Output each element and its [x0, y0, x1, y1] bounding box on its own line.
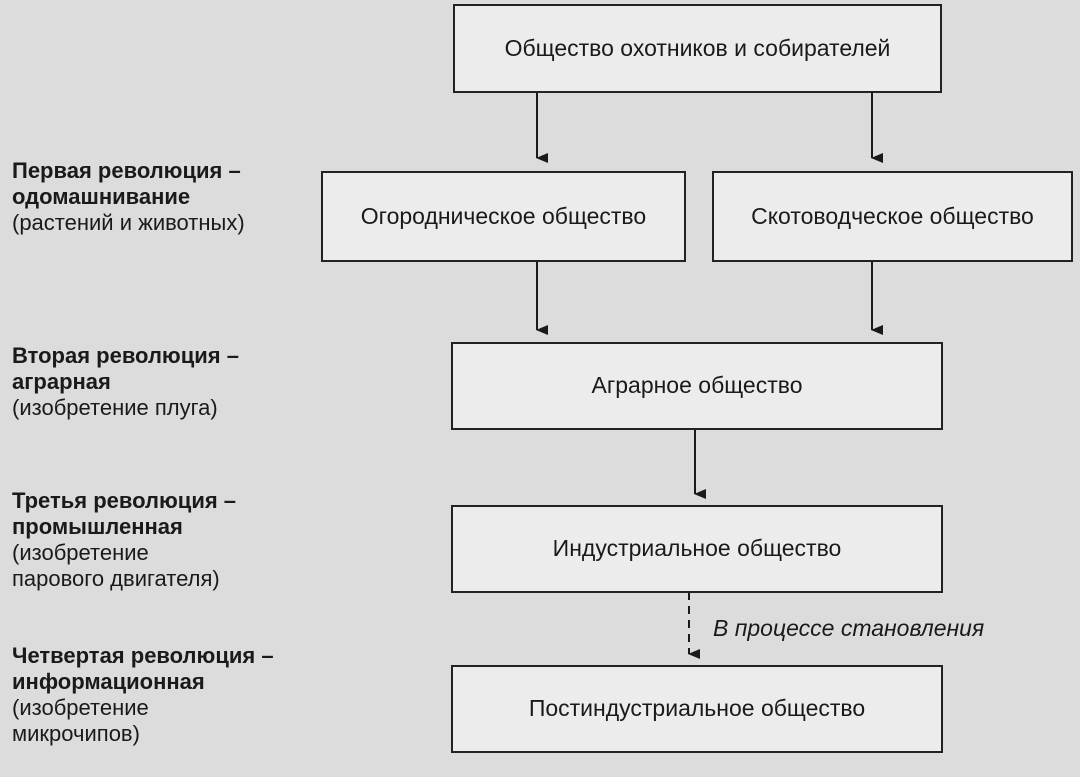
node-agrarian-label: Аграрное общество — [591, 372, 803, 399]
in-progress-note: В процессе становления — [713, 615, 985, 641]
node-postindustrial: Постиндустриальное общество — [451, 665, 943, 753]
revolution-label-second: Вторая революция – аграрная (изобретение… — [12, 343, 239, 421]
revolution-fourth-title-2: информационная — [12, 669, 205, 694]
revolution-third-title-1: Третья революция – — [12, 488, 237, 513]
node-horticultural-label: Огородническое общество — [360, 202, 647, 229]
node-pastoral: Скотоводческое общество — [712, 171, 1073, 262]
revolution-third-desc-2: парового двигателя) — [12, 566, 220, 591]
revolution-fourth-desc-1: (изобретение — [12, 695, 149, 720]
revolution-fourth-desc-2: микрочипов) — [12, 721, 140, 746]
node-agrarian: Аграрное общество — [451, 342, 943, 430]
revolution-first-desc-1: (растений и животных) — [12, 210, 245, 235]
revolution-label-first: Первая революция – одомашнивание (растен… — [12, 158, 245, 236]
revolution-third-desc-1: (изобретение — [12, 540, 149, 565]
revolution-second-title-2: аграрная — [12, 369, 111, 394]
node-industrial: Индустриальное общество — [451, 505, 943, 593]
revolution-first-title-1: Первая революция – — [12, 158, 241, 183]
revolution-fourth-title-1: Четвертая революция – — [12, 643, 274, 668]
revolution-second-desc-1: (изобретение плуга) — [12, 395, 218, 420]
node-pastoral-label: Скотоводческое общество — [751, 202, 1034, 229]
revolution-label-fourth: Четвертая революция – информационная (из… — [12, 643, 274, 747]
revolution-label-third: Третья революция – промышленная (изобрет… — [12, 488, 236, 592]
node-industrial-label: Индустриальное общество — [552, 535, 842, 562]
revolution-first-title-2: одомашнивание — [12, 184, 191, 209]
node-horticultural: Огородническое общество — [321, 171, 686, 262]
revolution-third-title-2: промышленная — [12, 514, 183, 539]
revolution-second-title-1: Вторая революция – — [12, 343, 239, 368]
node-hunters-gatherers-label: Общество охотников и собирателей — [504, 34, 891, 61]
node-hunters-gatherers: Общество охотников и собирателей — [453, 4, 942, 93]
node-postindustrial-label: Постиндустриальное общество — [528, 695, 866, 722]
